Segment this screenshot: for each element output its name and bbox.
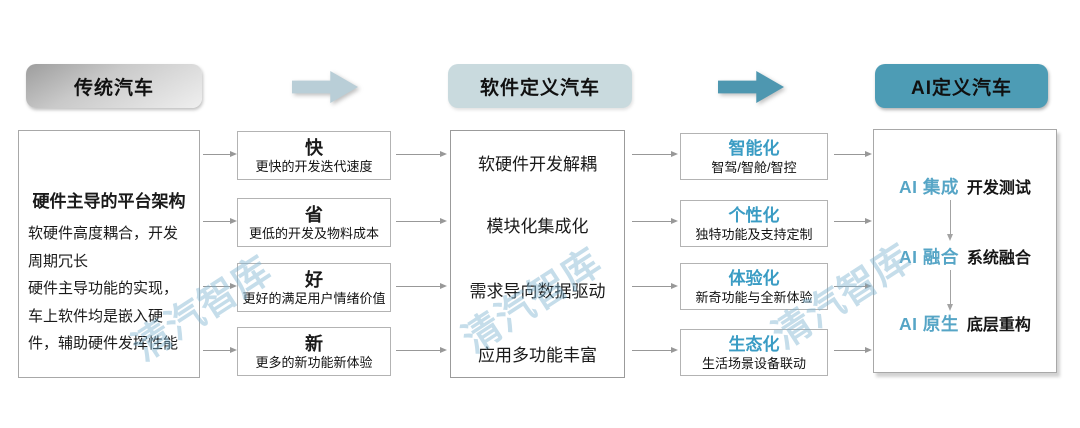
stage-label: 传统汽车: [73, 77, 154, 99]
benefit-desc: 更好的满足用户情绪价值: [242, 290, 386, 306]
hardware-platform-box: 硬件主导的平台架构 软硬件高度耦合，开发周期冗长 硬件主导功能的实现，车上软件均…: [18, 130, 200, 378]
benefit-box-economical: 省 更低的开发及物料成本: [237, 198, 391, 247]
trend-desc: 新奇功能与全新体验: [695, 289, 813, 305]
stage-label: AI定义汽车: [910, 77, 1012, 99]
trend-desc: 生活场景设备联动: [701, 355, 806, 371]
trend-box-experiential: 体验化 新奇功能与全新体验: [680, 263, 828, 310]
ai-stages-box: AI 集成 开发测试 AI 融合 系统融合 AI 原生 底层重构: [873, 129, 1057, 373]
hardware-platform-paragraph: 硬件主导功能的实现，车上软件均是嵌入硬件，辅助硬件发挥性能: [28, 280, 179, 352]
connector-arrow-icon: [203, 151, 237, 157]
benefit-desc: 更快的开发迭代速度: [255, 158, 373, 174]
trend-desc: 智驾/智舱/智控: [711, 159, 797, 175]
benefit-title: 快: [305, 137, 323, 158]
ai-stage-name: AI 融合: [899, 247, 959, 267]
connector-arrow-icon: [834, 347, 872, 353]
connector-arrow-icon: [632, 283, 678, 289]
connector-arrow-icon: [396, 283, 447, 289]
benefit-box-fast: 快 更快的开发迭代速度: [237, 131, 391, 180]
arrow-down-icon: [947, 200, 953, 241]
connector-arrow-icon: [834, 151, 872, 157]
stage-label: 软件定义汽车: [479, 77, 600, 99]
connector-arrow-icon: [396, 347, 447, 353]
arrow-right-icon: [718, 71, 784, 103]
connector-arrow-icon: [203, 218, 237, 224]
benefit-title: 好: [305, 269, 323, 290]
trend-title: 智能化: [728, 138, 780, 158]
hardware-platform-paragraph: 软硬件高度耦合，开发周期冗长: [28, 225, 179, 270]
connector-arrow-icon: [203, 347, 237, 353]
arrow-right-icon: [292, 71, 358, 103]
ai-stage-row-integration: AI 集成 开发测试: [874, 174, 1056, 199]
trend-title: 体验化: [728, 268, 780, 288]
sdv-feature: 软硬件开发解耦: [478, 155, 597, 174]
trend-box-personalized: 个性化 独特功能及支持定制: [680, 200, 828, 247]
stage-pill-ai-defined: AI定义汽车: [875, 64, 1048, 108]
stage-pill-software-defined: 软件定义汽车: [448, 64, 632, 108]
ai-stage-row-fusion: AI 融合 系统融合: [874, 244, 1056, 269]
connector-arrow-icon: [834, 218, 872, 224]
trend-box-intelligent: 智能化 智驾/智舱/智控: [680, 133, 828, 180]
hardware-platform-title: 硬件主导的平台架构: [32, 192, 186, 211]
sdv-feature: 应用多功能丰富: [478, 346, 597, 365]
trend-title: 个性化: [728, 205, 780, 225]
benefit-desc: 更多的新功能新体验: [255, 354, 373, 370]
ai-stage-desc: 底层重构: [966, 317, 1031, 334]
arrow-down-icon: [947, 270, 953, 311]
benefit-title: 省: [305, 204, 323, 225]
trend-title: 生态化: [728, 334, 780, 354]
ai-stage-desc: 开发测试: [966, 180, 1031, 197]
sdv-feature: 需求导向数据驱动: [469, 282, 606, 301]
sdv-features-box: 软硬件开发解耦 模块化集成化 需求导向数据驱动 应用多功能丰富: [450, 130, 625, 378]
ai-stage-name: AI 集成: [899, 177, 959, 197]
connector-arrow-icon: [396, 151, 447, 157]
stage-pill-traditional: 传统汽车: [26, 64, 202, 108]
ai-stage-desc: 系统融合: [966, 250, 1031, 267]
connector-arrow-icon: [632, 347, 678, 353]
connector-arrow-icon: [396, 218, 447, 224]
sdv-feature: 模块化集成化: [486, 217, 589, 236]
benefit-desc: 更低的开发及物料成本: [248, 225, 379, 241]
connector-arrow-icon: [632, 218, 678, 224]
connector-arrow-icon: [632, 151, 678, 157]
connector-arrow-icon: [203, 283, 237, 289]
connector-arrow-icon: [834, 283, 872, 289]
benefit-box-good: 好 更好的满足用户情绪价值: [237, 263, 391, 312]
ai-stage-name: AI 原生: [899, 314, 959, 334]
ai-stage-row-native: AI 原生 底层重构: [874, 311, 1056, 336]
trend-desc: 独特功能及支持定制: [695, 226, 813, 242]
benefit-title: 新: [305, 333, 323, 354]
trend-box-ecological: 生态化 生活场景设备联动: [680, 329, 828, 376]
benefit-box-new: 新 更多的新功能新体验: [237, 327, 391, 376]
